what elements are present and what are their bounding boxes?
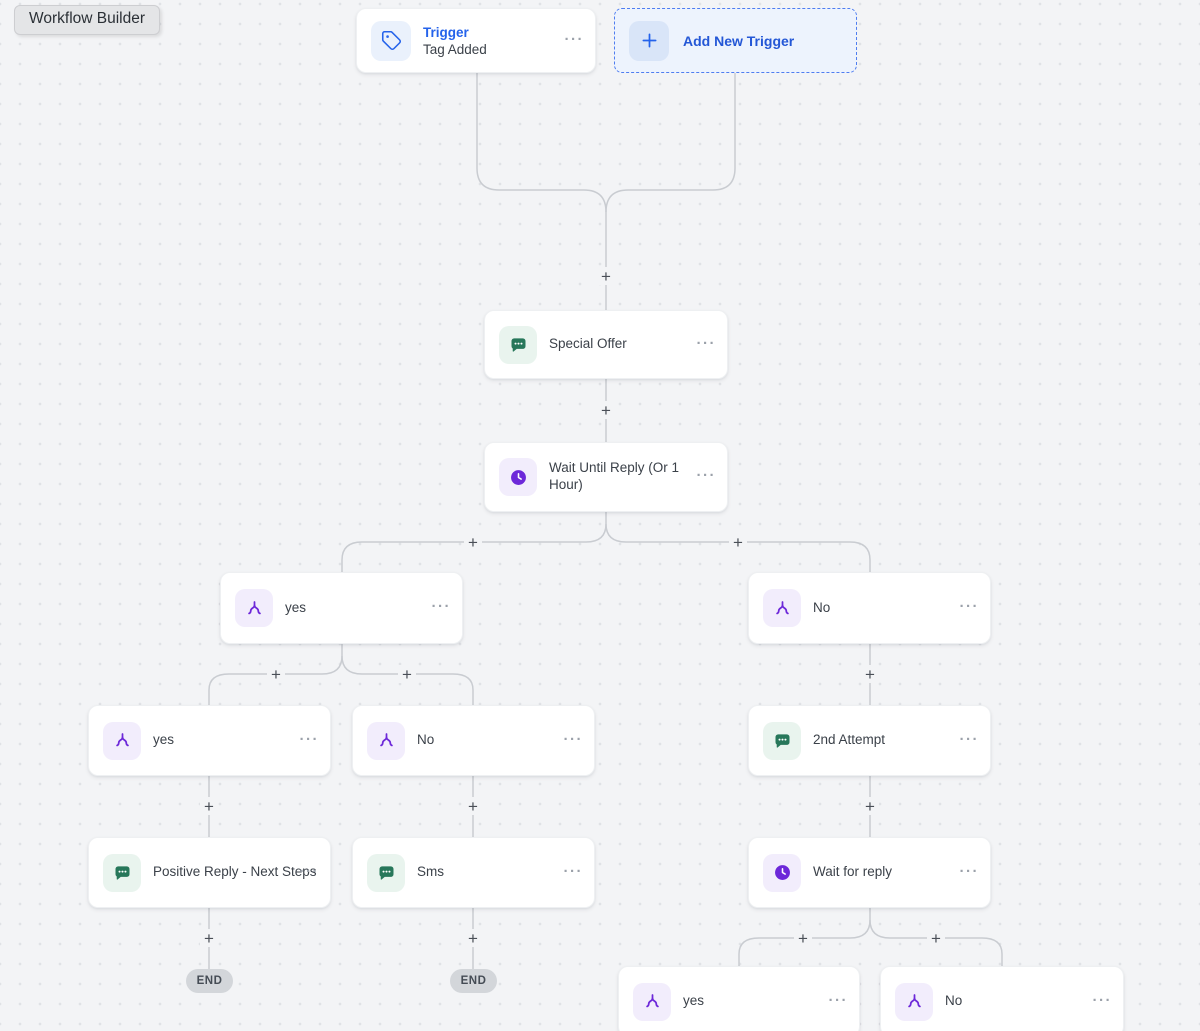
node-title: Sms xyxy=(417,864,444,880)
node-trigger[interactable]: Trigger Tag Added ··· xyxy=(356,8,596,73)
clock-icon xyxy=(499,458,537,496)
add-step-button[interactable]: + xyxy=(729,533,747,551)
end-badge: END xyxy=(450,969,497,993)
node-title: yes xyxy=(285,599,307,615)
node-title: No xyxy=(813,599,831,615)
add-step-button[interactable]: + xyxy=(597,401,615,419)
node-branch-yes-3[interactable]: yes ··· xyxy=(618,966,860,1031)
node-title: yes xyxy=(153,732,175,748)
branch-icon xyxy=(763,589,801,627)
node-special-offer[interactable]: Special Offer ··· xyxy=(484,310,728,379)
add-new-trigger-label: Add New Trigger xyxy=(683,32,795,49)
message-icon xyxy=(499,325,537,364)
node-positive-reply[interactable]: Positive Reply - Next Steps ··· xyxy=(88,837,331,908)
node-branch-yes-2[interactable]: yes ··· xyxy=(88,705,331,776)
branch-icon xyxy=(235,589,273,627)
add-step-button[interactable]: + xyxy=(861,665,879,683)
more-menu-icon[interactable]: ··· xyxy=(959,730,979,748)
add-step-button[interactable]: + xyxy=(464,533,482,551)
add-step-button[interactable]: + xyxy=(794,929,812,947)
node-title: Positive Reply - Next Steps xyxy=(153,864,317,880)
node-branch-yes-1[interactable]: yes ··· xyxy=(220,572,463,644)
message-icon xyxy=(367,853,405,892)
add-step-button[interactable]: + xyxy=(464,929,482,947)
branch-icon xyxy=(633,982,671,1021)
more-menu-icon[interactable]: ··· xyxy=(563,862,583,880)
workflow-builder-label: Workflow Builder xyxy=(14,5,161,35)
add-new-trigger-button[interactable]: Add New Trigger xyxy=(614,8,857,73)
add-step-button[interactable]: + xyxy=(200,797,218,815)
node-title: Trigger xyxy=(423,24,469,40)
more-menu-icon[interactable]: ··· xyxy=(431,598,451,616)
node-title: Wait for reply xyxy=(813,864,893,880)
node-branch-no-3[interactable]: No ··· xyxy=(880,966,1124,1031)
branch-icon xyxy=(103,721,141,760)
add-step-button[interactable]: + xyxy=(267,665,285,683)
more-menu-icon[interactable]: ··· xyxy=(1092,991,1112,1009)
add-step-button[interactable]: + xyxy=(398,665,416,683)
add-step-button[interactable]: + xyxy=(597,267,615,285)
node-title: 2nd Attempt xyxy=(813,732,886,748)
node-branch-no-2[interactable]: No ··· xyxy=(352,705,595,776)
more-menu-icon[interactable]: ··· xyxy=(696,467,716,485)
branch-icon xyxy=(367,721,405,760)
more-menu-icon[interactable]: ··· xyxy=(828,991,848,1009)
more-menu-icon[interactable]: ··· xyxy=(299,862,319,880)
add-step-button[interactable]: + xyxy=(464,797,482,815)
branch-icon xyxy=(895,982,933,1021)
more-menu-icon[interactable]: ··· xyxy=(959,598,979,616)
add-step-button[interactable]: + xyxy=(200,929,218,947)
add-step-button[interactable]: + xyxy=(927,929,945,947)
more-menu-icon[interactable]: ··· xyxy=(564,30,584,48)
node-subtitle: Tag Added xyxy=(423,41,487,57)
end-badge: END xyxy=(186,969,233,993)
more-menu-icon[interactable]: ··· xyxy=(696,334,716,352)
clock-icon xyxy=(763,853,801,892)
node-title: Special Offer xyxy=(549,336,627,352)
node-title: yes xyxy=(683,993,705,1009)
more-menu-icon[interactable]: ··· xyxy=(563,730,583,748)
node-sms[interactable]: Sms ··· xyxy=(352,837,595,908)
tag-icon xyxy=(371,20,411,61)
node-wait-until-reply[interactable]: Wait Until Reply (Or 1 Hour) ··· xyxy=(484,442,728,512)
node-wait-for-reply[interactable]: Wait for reply ··· xyxy=(748,837,991,908)
message-icon xyxy=(763,721,801,760)
plus-icon xyxy=(629,20,669,61)
node-2nd-attempt[interactable]: 2nd Attempt ··· xyxy=(748,705,991,776)
add-step-button[interactable]: + xyxy=(861,797,879,815)
node-branch-no-1[interactable]: No ··· xyxy=(748,572,991,644)
node-title: Wait Until Reply (Or 1 Hour) xyxy=(549,460,680,492)
node-title: No xyxy=(945,993,963,1009)
more-menu-icon[interactable]: ··· xyxy=(299,730,319,748)
node-title: No xyxy=(417,732,435,748)
message-icon xyxy=(103,853,141,892)
more-menu-icon[interactable]: ··· xyxy=(959,862,979,880)
